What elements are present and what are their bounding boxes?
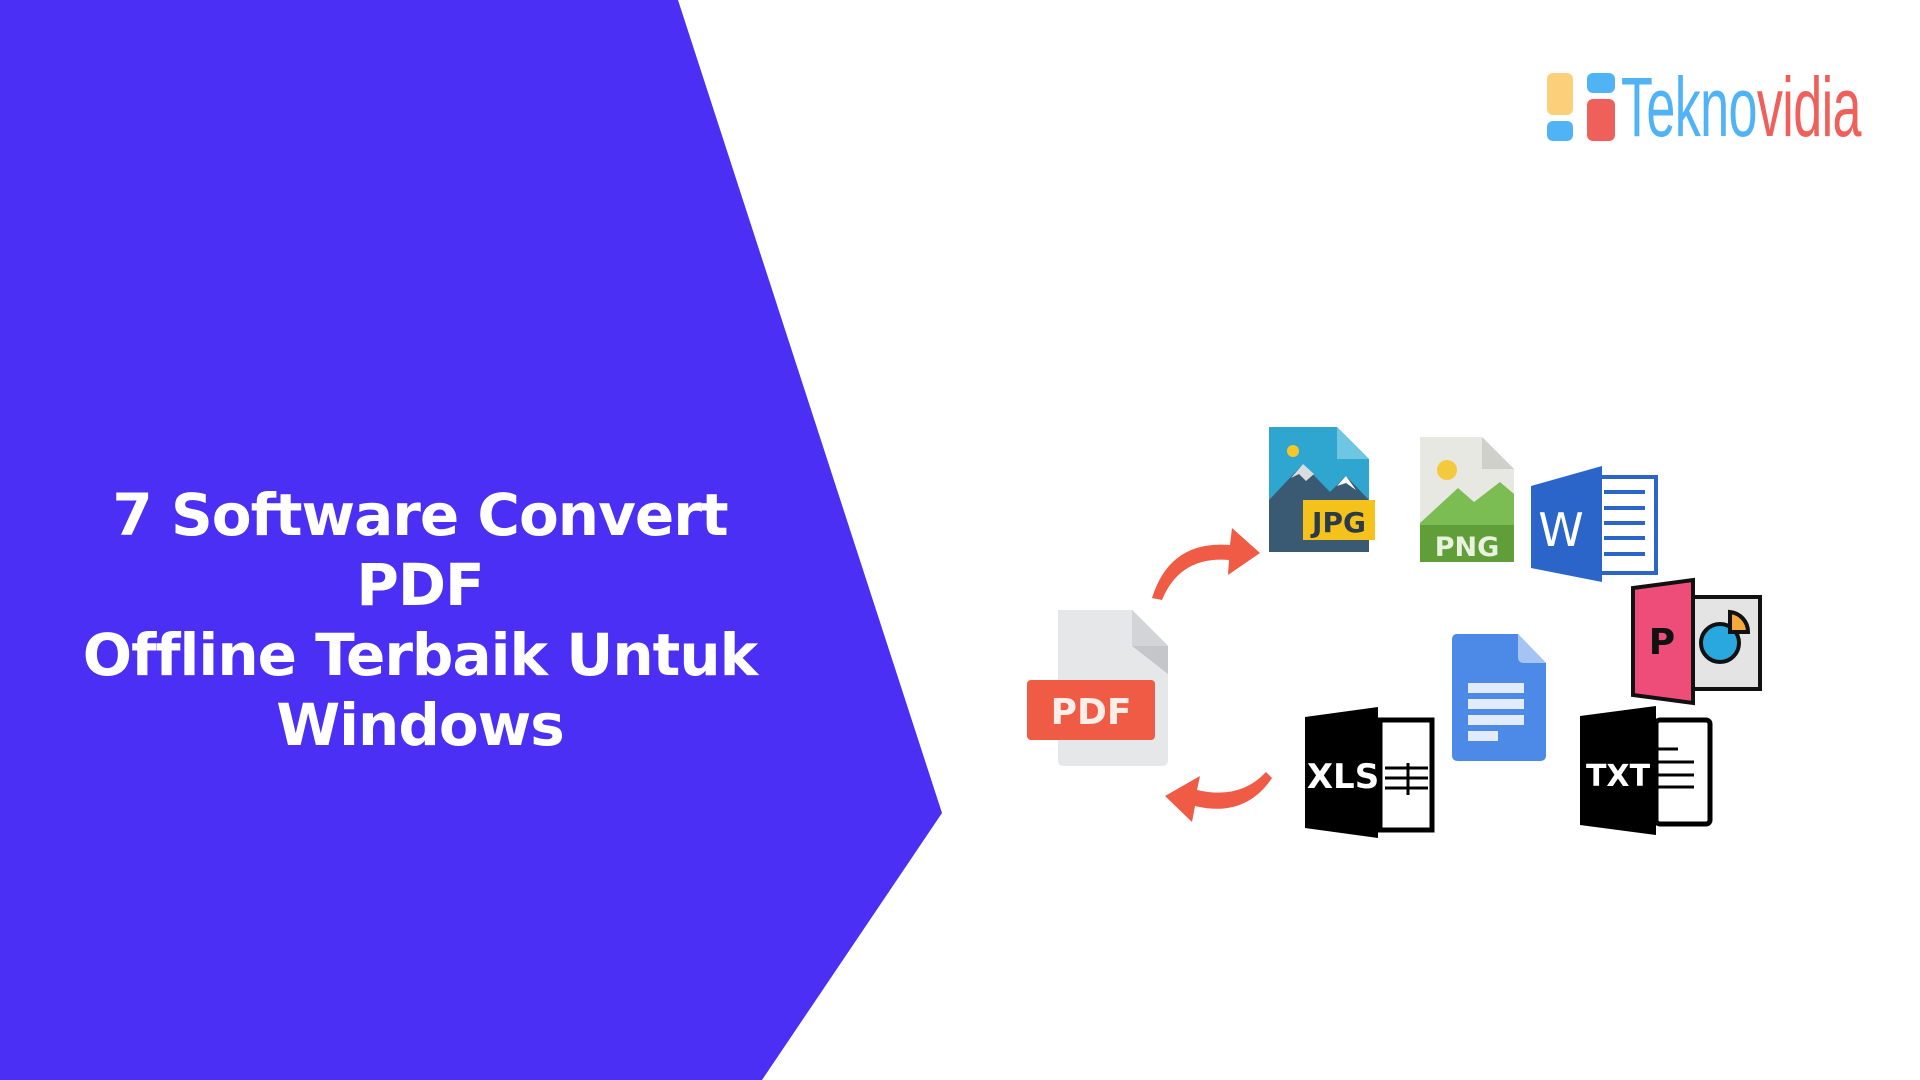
title-line-2: Offline Terbaik Untuk — [82, 621, 758, 689]
title-line-3: Windows — [276, 691, 565, 759]
png-file-icon: PNG — [1420, 437, 1514, 563]
pdf-file-icon: PDF — [1027, 610, 1168, 766]
page-title: 7 Software Convert PDF Offline Terbaik U… — [60, 480, 780, 760]
xls-file-icon: XLS — [1305, 707, 1435, 838]
title-line-1: 7 Software Convert PDF — [112, 481, 728, 619]
arrow-down-left-icon — [1165, 772, 1272, 822]
txt-label: TXT — [1586, 759, 1651, 794]
powerpoint-file-icon: P — [1631, 577, 1762, 706]
png-label: PNG — [1435, 532, 1500, 563]
logo-wordmark: Teknovidia — [1621, 65, 1862, 149]
teknovidia-logo[interactable]: Teknovidia — [1545, 62, 1920, 152]
jpg-label: JPG — [1310, 506, 1366, 539]
xls-label: XLS — [1307, 757, 1379, 797]
powerpoint-label: P — [1649, 622, 1675, 663]
google-docs-file-icon — [1452, 634, 1546, 761]
jpg-file-icon: JPG — [1269, 427, 1375, 552]
logo-text-vidia: vidia — [1756, 60, 1862, 154]
logo-mark-icon — [1545, 67, 1617, 147]
txt-file-icon: TXT — [1580, 706, 1713, 835]
word-file-icon: W — [1531, 466, 1658, 582]
logo-text-tekno: Tekno — [1621, 60, 1757, 154]
word-label: W — [1538, 503, 1583, 557]
pdf-label: PDF — [1051, 692, 1132, 733]
arrow-up-right-icon — [1152, 528, 1260, 600]
